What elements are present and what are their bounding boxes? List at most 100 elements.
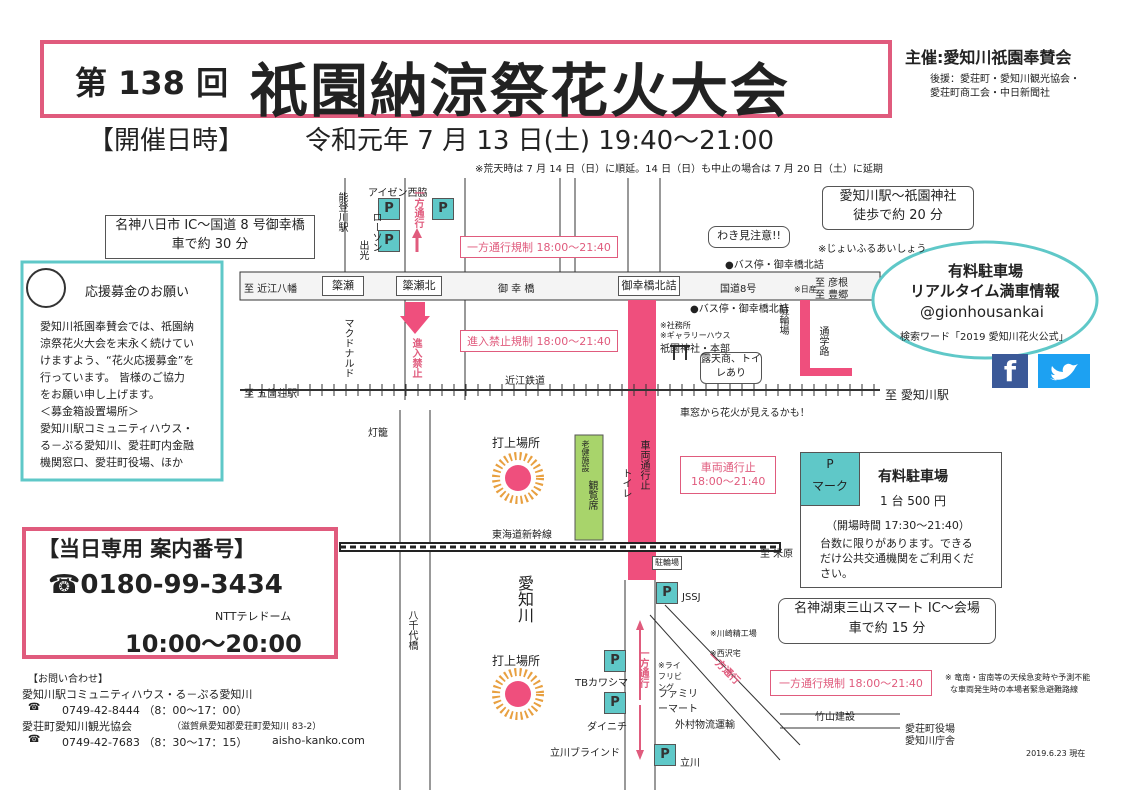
contact-org-2-address: （滋賀県愛知郡愛荘町愛知川 83-2） — [172, 722, 322, 732]
nose-station-label: 能登川駅 — [336, 192, 347, 232]
to-echigawa: 至 愛知川駅 — [885, 388, 949, 402]
smart-ic-line-1: 名神湖東三山スマート IC～会場 — [794, 601, 980, 616]
ic-route-box: 名神八日市 IC～国道 8 号御幸橋 車で約 30 分 — [105, 215, 315, 259]
organizer: 主催:愛知川祇園奉賛会 — [905, 48, 1072, 67]
torii-icon — [670, 345, 690, 360]
parking-hours: （開場時間 17:30～21:40） — [826, 519, 970, 532]
tb-kawashima-label: TBカワシマ — [575, 678, 628, 689]
miyuki-label: 御 幸 橋 — [498, 284, 535, 295]
walk-line-2: 徒歩で約 20 分 — [853, 208, 943, 223]
donation-line: 愛知川駅コミュニティハウス・ — [40, 422, 194, 435]
to-hikone: 至 彦根 — [815, 278, 849, 289]
parking-note-3: さい。 — [820, 567, 853, 580]
car-closure-vertical: 車両通行止 — [638, 440, 649, 490]
gallery-house-label: ※ギャラリーハウス — [660, 331, 731, 340]
oneway-vertical-2: 一方通行 — [637, 648, 648, 688]
donation-title: 応援募金のお願い — [85, 285, 190, 300]
bicycle-parking-label: 駐輪場 — [777, 305, 788, 335]
nishizawa-label: ※西沢宅 — [710, 649, 741, 658]
oneway-vertical: 一方通行 — [412, 188, 423, 228]
life-living-label: ※ライフリビング — [658, 661, 682, 692]
main-pink-road — [628, 300, 656, 580]
sponsors-line-2: 愛荘町商工会・中日新聞社 — [930, 88, 1050, 99]
donation-line: 行っています。 皆様のご協力 — [40, 371, 185, 384]
town-hall-2: 愛知川庁舎 — [905, 736, 955, 747]
title-prefix: 第 138 回 — [75, 64, 229, 102]
cloud-line-1: 有料駐車場 — [948, 262, 1024, 280]
ic-route-line-1: 名神八日市 IC～国道 8 号御幸橋 — [115, 218, 305, 233]
hotline-title: 【当日専用 案内番号】 — [38, 537, 256, 561]
sasao-kita-label: 簗瀬北 — [396, 276, 442, 296]
kintetsu-label: 近江鉄道 — [505, 376, 545, 387]
town-hall-1: 愛荘町役場 — [905, 724, 955, 735]
launch-site-1: 打上場所 — [492, 436, 541, 450]
donation-box-frame — [20, 260, 224, 482]
car-closure-regulation: 車両通行止 18:00～21:40 — [680, 456, 777, 494]
date-stamp: 2019.6.23 現在 — [1026, 749, 1086, 758]
donation-line: 涼祭花火大会を末永く続けてい — [40, 337, 194, 350]
cloud-search: 検索ワード「2019 愛知川花火公式」 — [900, 332, 1069, 343]
joyful-label: ※じょいふるあいしょう — [818, 244, 927, 255]
oneway-regulation-2: 一方通行規制 18:00～21:40 — [770, 670, 932, 696]
facebook-icon[interactable]: f — [992, 354, 1028, 388]
contact-title: 【お問い合わせ】 — [28, 674, 108, 685]
date-label: 【開催日時】 — [88, 126, 245, 156]
donation-line: けますよう、“花火応援募金”を — [40, 354, 195, 367]
izen-label: アイゼン西脇 — [368, 188, 428, 199]
smart-ic-line-2: 車で約 15 分 — [848, 621, 926, 636]
shrine-office-label: ※社務所 — [660, 321, 691, 330]
bicycle-parking-2: 駐輪場 — [652, 556, 682, 570]
firework-1 — [492, 452, 544, 504]
nissan-label: ※日産 — [794, 285, 817, 294]
contact-web: aisho-kanko.com — [272, 734, 365, 747]
dainichi-label: ダイニチ — [587, 722, 627, 733]
title-box — [40, 40, 892, 118]
viewing-seats-label: 観覧席 — [586, 480, 597, 510]
contact-tel-2: 0749-42-7683 （8：30～17：15） — [62, 736, 248, 749]
donation-line: 愛知川祇園奉賛会では、祇園納 — [40, 320, 194, 333]
parking-mark-p: P — [826, 457, 834, 471]
ic-route-line-2: 車で約 30 分 — [171, 237, 249, 252]
sponsors-line-1: 後援：愛荘町・愛知川観光協会・ — [930, 74, 1080, 85]
donation-line: 機関窓口、愛荘町役場、ほか — [40, 456, 183, 469]
to-gokasho: 至 五箇荘駅 — [244, 389, 298, 400]
waki-callout: わき見注意!! — [708, 226, 790, 248]
twitter-icon[interactable] — [1038, 354, 1090, 388]
pink-side-road — [800, 300, 810, 375]
parking-p-3: P — [378, 230, 400, 252]
sasao-label: 簗瀬 — [322, 276, 364, 296]
lawson-label: ローソン — [370, 212, 381, 252]
donation-line: ＜募金箱設置場所＞ — [40, 405, 139, 418]
tonomura-label: 外村物流運輸 — [675, 720, 735, 731]
walk-route-box: 愛知川駅～祇園神社 徒歩で約 20 分 — [822, 186, 974, 230]
dekou-label: 出光 — [357, 240, 368, 260]
walk-line-1: 愛知川駅～祇園神社 — [839, 189, 957, 204]
date-value: 令和元年 7 月 13 日(土) 19:40～21:00 — [305, 126, 775, 156]
route8-label: 国道8号 — [720, 284, 757, 295]
contact-org-2: 愛荘町愛知川観光協会 — [22, 720, 132, 733]
cloud-handle: @gionhousankai — [920, 303, 1044, 321]
shrine-label: 祇園神社・本部 — [660, 344, 730, 355]
fireworks-logo-icon — [26, 268, 66, 308]
cloud-line-2: リアルタイム満車情報 — [910, 282, 1060, 300]
parking-p-4: P — [656, 582, 678, 604]
tatekawa-blind-label: 立川ブラインド — [550, 748, 620, 759]
cloud-shape — [871, 240, 1099, 360]
viewing-seats — [574, 434, 604, 541]
to-maibara: 至 米原 — [760, 549, 794, 560]
elder-facility-label: 老健施設 — [581, 440, 590, 472]
note-right-2: な車両発生時の本場者緊急避難路線 — [950, 685, 1078, 694]
parking-note-1: 台数に限りがあります。できる — [820, 537, 973, 550]
donation-line: る－ぷる愛知川、愛荘町内金融 — [40, 439, 194, 452]
launch-site-2: 打上場所 — [492, 654, 541, 668]
contact-tel-1: 0749-42-8444 （8：00～17：00） — [62, 704, 248, 717]
bus-stop-label-2: ●バス停・御幸橋北詰 — [690, 304, 789, 315]
mcdonalds-label: マクドナルド — [342, 318, 353, 378]
parking-p-1: P — [378, 198, 400, 220]
firework-2 — [492, 668, 544, 720]
phone-icon-2: ☎ — [28, 734, 41, 745]
to-omi-hachiman: 至 近江八幡 — [244, 284, 298, 295]
car-closure-line-1: 車両通行止 — [700, 461, 756, 474]
rain-note: ※荒天時は 7 月 14 日（日）に順延。14 日（日）も中止の場合は 7 月 … — [475, 164, 883, 175]
parking-mark-text: マーク — [811, 479, 848, 493]
